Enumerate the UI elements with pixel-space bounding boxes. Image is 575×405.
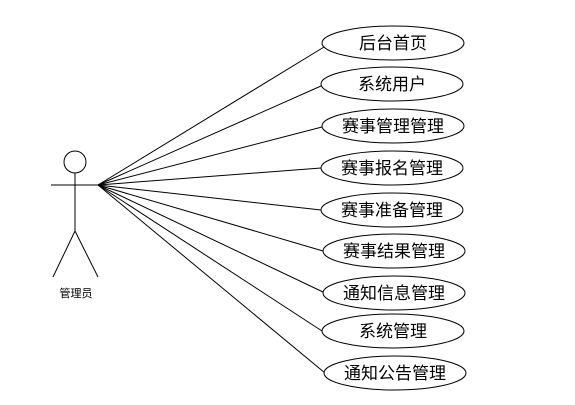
use-case-2: 系统用户 [320,66,464,102]
association-line-8 [97,184,323,332]
use-case-9: 通知公告管理 [323,355,467,391]
use-case-3-label: 赛事管理管理 [342,116,444,137]
use-case-3: 赛事管理管理 [321,108,465,144]
use-case-4-label: 赛事报名管理 [341,158,443,179]
use-case-8-label: 系统管理 [359,322,427,342]
association-line-5 [97,184,322,211]
association-line-2 [97,85,322,186]
association-line-3 [97,126,323,186]
use-case-8: 系统管理 [321,313,465,349]
association-line-6 [97,184,324,252]
use-case-9-label: 通知公告管理 [344,364,446,384]
use-case-1-label: 后台首页 [359,34,427,54]
association-line-4 [97,167,322,186]
use-case-1: 后台首页 [321,25,465,61]
use-case-5: 赛事准备管理 [320,192,464,228]
actor-right-leg [74,230,99,278]
use-case-6-label: 赛事结果管理 [343,241,445,262]
association-lines [97,46,326,374]
association-line-9 [97,184,326,374]
association-line-1 [97,46,325,186]
use-case-7: 通知信息管理 [322,275,466,311]
use-case-6: 赛事结果管理 [322,233,466,269]
use-case-5-label: 赛事准备管理 [341,200,443,221]
actor-figure [51,150,99,278]
use-case-2-label: 系统用户 [358,75,426,95]
association-line-7 [97,184,324,293]
actor-left-leg [52,230,76,278]
use-case-7-label: 通知信息管理 [343,284,445,304]
use-case-4: 赛事报名管理 [320,150,464,186]
actor-head [63,150,87,174]
actor-label: 管理员 [60,286,93,300]
